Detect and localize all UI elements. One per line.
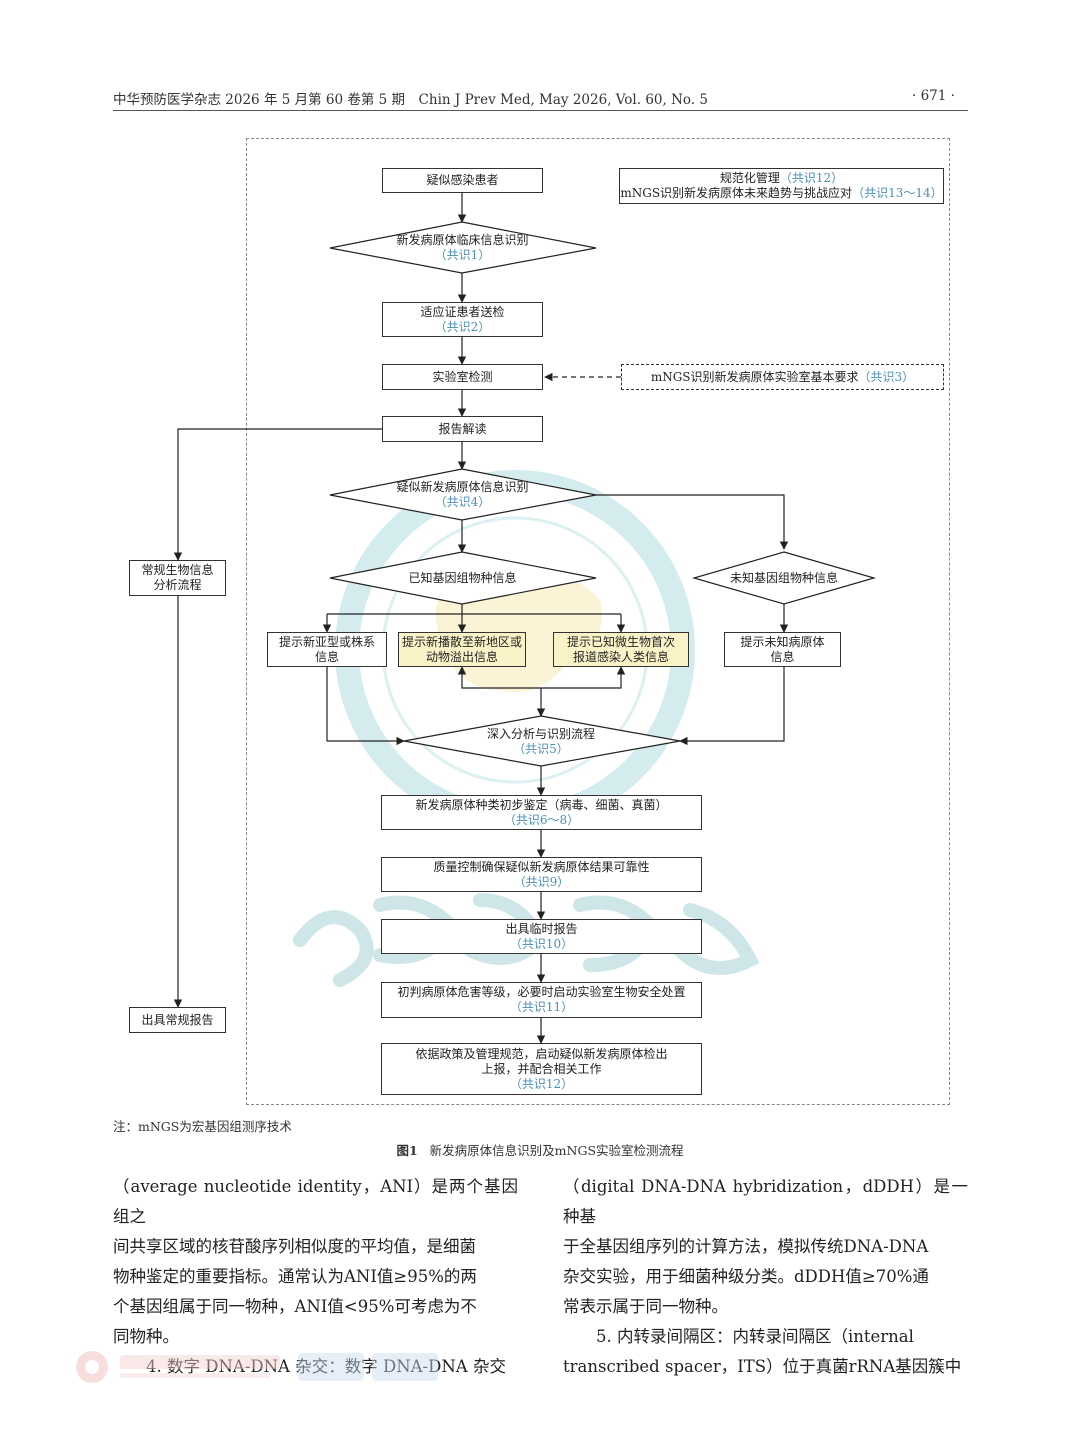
- deep-analysis-text: 深入分析与识别流程 （共识5）: [486, 727, 595, 756]
- paragraph-line: 常表示属于同一物种。: [563, 1297, 728, 1316]
- journal-header: 中华预防医学杂志 2026 年 5 月第 60 卷第 5 期 Chin J Pr…: [113, 92, 708, 108]
- first-human-box: 提示已知微生物首次 报道感染人类信息: [553, 632, 689, 667]
- suspected-patient-box: 疑似感染患者: [382, 168, 543, 193]
- paragraph-line: 间共享区域的核苷酸序列相似度的平均值，是细菌: [113, 1237, 476, 1256]
- publisher-logo-watermark: [76, 1351, 438, 1383]
- body-column-right: （digital DNA-DNA hybridization，dDDH）是一种基…: [563, 1172, 968, 1382]
- paragraph-line: 同物种。: [113, 1327, 179, 1346]
- management-line-1: 规范化管理（共识12）: [719, 171, 844, 185]
- paragraph-line: （digital DNA-DNA hybridization，dDDH）是一种基: [563, 1177, 968, 1226]
- header-rule: [113, 110, 968, 111]
- new-subtype-box: 提示新亚型或株系 信息: [267, 632, 387, 667]
- paragraph-line: 杂交实验，用于细菌种级分类。dDDH值≥70%通: [563, 1267, 929, 1286]
- management-line-2: mNGS识别新发病原体未来趋势与挑战应对（共识13～14）: [620, 186, 943, 200]
- figure-note: 注：mNGS为宏基因组测序技术: [113, 1119, 292, 1134]
- unknown-pathogen-box: 提示未知病原体 信息: [724, 632, 841, 667]
- paragraph-line: 个基因组属于同一物种，ANI值<95%可考虑为不: [113, 1297, 477, 1316]
- hazard-box: 初判病原体危害等级，必要时启动实验室生物安全处置 （共识11）: [381, 982, 702, 1018]
- report-reading-box: 报告解读: [382, 416, 543, 442]
- body-column-left: （average nucleotide identity，ANI）是两个基因组之…: [113, 1172, 518, 1382]
- policy-box: 依据政策及管理规范，启动疑似新发病原体检出 上报，并配合相关工作 （共识12）: [381, 1043, 702, 1095]
- routine-bio-box: 常规生物信息 分析流程: [129, 560, 226, 596]
- indication-box: 适应证患者送检 （共识2）: [382, 302, 543, 337]
- temp-report-box: 出具临时报告 （共识10）: [381, 919, 702, 954]
- suspect-info-diamond: [329, 468, 597, 521]
- suspect-info-text: 疑似新发病原体信息识别 （共识4）: [396, 480, 529, 509]
- paragraph-line: （average nucleotide identity，ANI）是两个基因组之: [113, 1177, 518, 1226]
- figure-frame: [246, 138, 950, 1105]
- lab-test-box: 实验室检测: [382, 364, 543, 390]
- figure-caption: 图1 新发病原体信息识别及mNGS实验室检测流程: [0, 1140, 1080, 1159]
- paragraph-line: 4. 数字 DNA-DNA 杂交：数字 DNA-DNA 杂交: [146, 1357, 506, 1376]
- paragraph-line: 5. 内转录间隔区：内转录间隔区（internal: [563, 1327, 914, 1346]
- prelim-id-box: 新发病原体种类初步鉴定（病毒、细菌、真菌） （共识6～8）: [381, 795, 702, 830]
- new-region-box: 提示新播散至新地区或 动物溢出信息: [398, 632, 526, 667]
- known-genome-diamond: [329, 551, 597, 605]
- figure-label: 图1: [396, 1143, 418, 1158]
- clinical-info-text: 新发病原体临床信息识别 （共识1）: [396, 233, 529, 262]
- management-box: 规范化管理（共识12） mNGS识别新发病原体未来趋势与挑战应对（共识13～14…: [619, 168, 944, 204]
- routine-report-box: 出具常规报告: [129, 1007, 226, 1033]
- clinical-info-diamond: [329, 221, 597, 274]
- paragraph-line: transcribed spacer，ITS）位于真菌rRNA基因簇中: [563, 1357, 962, 1376]
- unknown-genome-text: 未知基因组物种信息: [729, 570, 838, 585]
- paragraph-line: 于全基因组序列的计算方法，模拟传统DNA-DNA: [563, 1237, 929, 1256]
- figure-title: 新发病原体信息识别及mNGS实验室检测流程: [429, 1143, 684, 1158]
- page-number: · 671 ·: [912, 88, 955, 104]
- paragraph-line: 物种鉴定的重要指标。通常认为ANI值≥95%的两: [113, 1267, 477, 1286]
- deep-analysis-diamond: [403, 715, 681, 767]
- lab-requirement-box: mNGS识别新发病原体实验室基本要求（共识3）: [621, 364, 944, 390]
- suspected-patient-label: 疑似感染患者: [426, 173, 499, 187]
- unknown-genome-diamond: [691, 551, 877, 605]
- quality-control-box: 质量控制确保疑似新发病原体结果可靠性 （共识9）: [381, 857, 702, 892]
- known-genome-text: 已知基因组物种信息: [408, 570, 517, 585]
